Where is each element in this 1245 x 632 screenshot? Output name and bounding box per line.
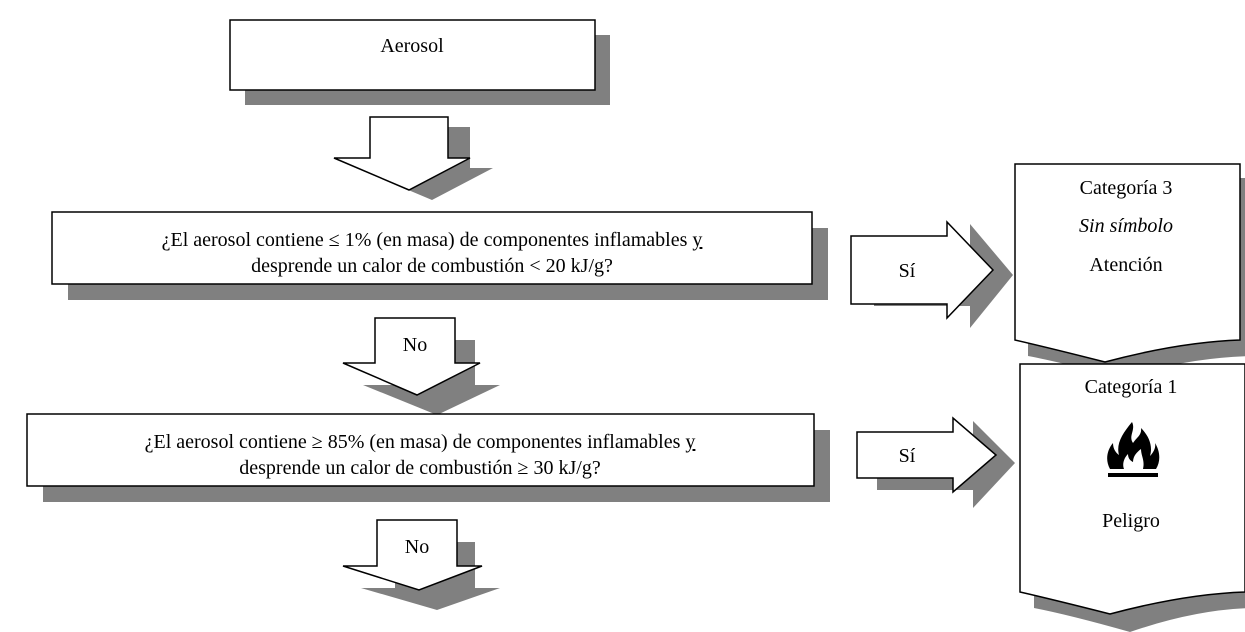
question-1-conjunction: y [692, 229, 702, 251]
result-1-box: Categoría 3 Sin símbolo Atención [1014, 163, 1245, 378]
question-2-box: ¿El aerosol contiene ≥ 85% (en masa) de … [26, 413, 830, 502]
question-1-box: ¿El aerosol contiene ≤ 1% (en masa) de c… [51, 211, 828, 300]
result-2-category: Categoría 1 [1085, 376, 1178, 398]
question-1-line-1-prefix: ¿El aerosol contiene ≤ 1% (en masa) de c… [162, 229, 693, 251]
start-box-label: Aerosol [380, 35, 444, 57]
result-2-box: Categoría 1 Peligro [1019, 363, 1245, 632]
flame-icon [1107, 422, 1160, 477]
yes-arrow-2-label: Sí [899, 445, 916, 467]
question-2-line-1-prefix: ¿El aerosol contiene ≥ 85% (en masa) de … [145, 431, 686, 453]
no-arrow-1-label: No [403, 334, 427, 356]
start-box: Aerosol [229, 19, 610, 105]
yes-arrow-1-label: Sí [899, 260, 916, 282]
down-arrow-1 [333, 116, 493, 200]
no-arrow-1: No [342, 317, 500, 415]
no-arrow-2: No [342, 519, 500, 610]
question-2-line-2: desprende un calor de combustión ≥ 30 kJ… [239, 457, 601, 479]
yes-arrow-1: Sí [850, 220, 1013, 328]
question-2-conjunction: y [685, 431, 695, 453]
question-2-line-1: ¿El aerosol contiene ≥ 85% (en masa) de … [145, 431, 696, 453]
yes-arrow-2: Sí [856, 416, 1015, 508]
question-1-line-2: desprende un calor de combustión < 20 kJ… [251, 255, 613, 277]
result-1-symbol-text: Sin símbolo [1079, 215, 1173, 237]
result-1-signal-word: Atención [1089, 254, 1162, 276]
no-arrow-2-label: No [405, 536, 429, 558]
result-2-signal-word: Peligro [1102, 510, 1160, 532]
question-1-line-1: ¿El aerosol contiene ≤ 1% (en masa) de c… [162, 229, 703, 251]
result-1-category: Categoría 3 [1080, 177, 1173, 199]
